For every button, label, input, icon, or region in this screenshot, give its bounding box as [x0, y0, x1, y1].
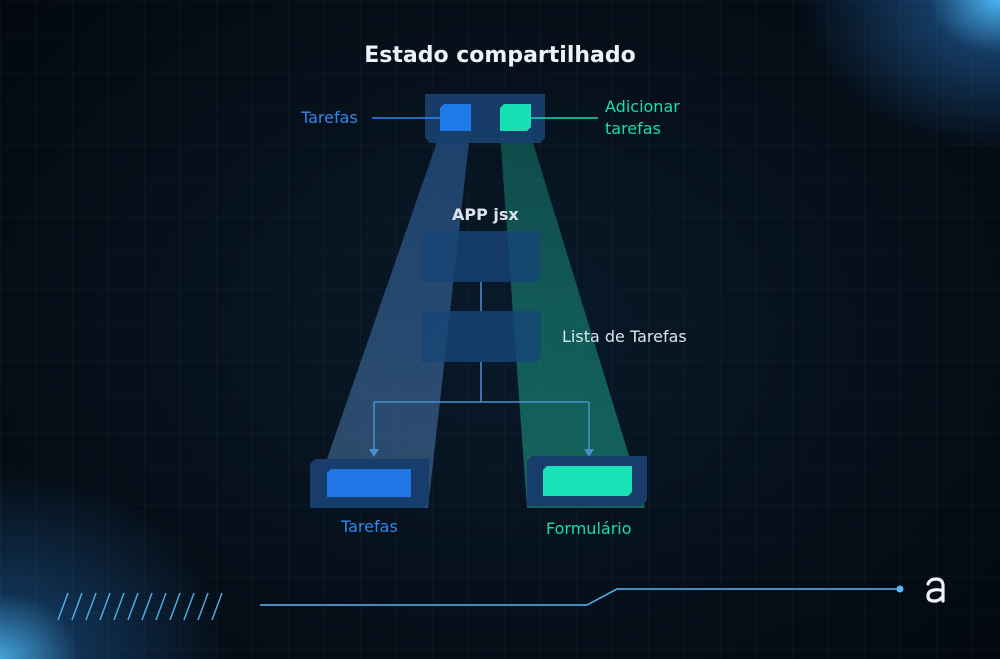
alura-a-logo-icon — [926, 577, 945, 603]
bottom-tasks-label: Tarefas — [341, 517, 398, 536]
form-label: Formulário — [546, 519, 632, 538]
tree-connectors — [373, 282, 590, 455]
right-arrow-head — [584, 449, 594, 457]
task-list-box — [421, 311, 541, 362]
task-list-label: Lista de Tarefas — [562, 327, 687, 346]
add-tasks-label-line1: Adicionar — [605, 97, 680, 116]
footer-line-decoration — [260, 588, 900, 606]
green-beam — [500, 133, 645, 508]
top-tasks-label: Tarefas — [301, 108, 358, 127]
form-component-bar — [543, 466, 632, 496]
tasks-state-chip — [440, 104, 471, 131]
tasks-component-bar — [327, 469, 411, 497]
app-jsx-box — [421, 231, 541, 282]
add-tasks-state-chip — [500, 104, 531, 131]
footer-line-dot — [896, 585, 904, 593]
diagram-title: Estado compartilhado — [364, 43, 636, 68]
diagonal-stripes-decoration — [57, 592, 223, 621]
blue-beam — [310, 133, 470, 508]
add-tasks-label-line2: tarefas — [605, 119, 661, 138]
left-arrow-head — [369, 449, 379, 457]
app-jsx-label: APP jsx — [452, 205, 519, 224]
